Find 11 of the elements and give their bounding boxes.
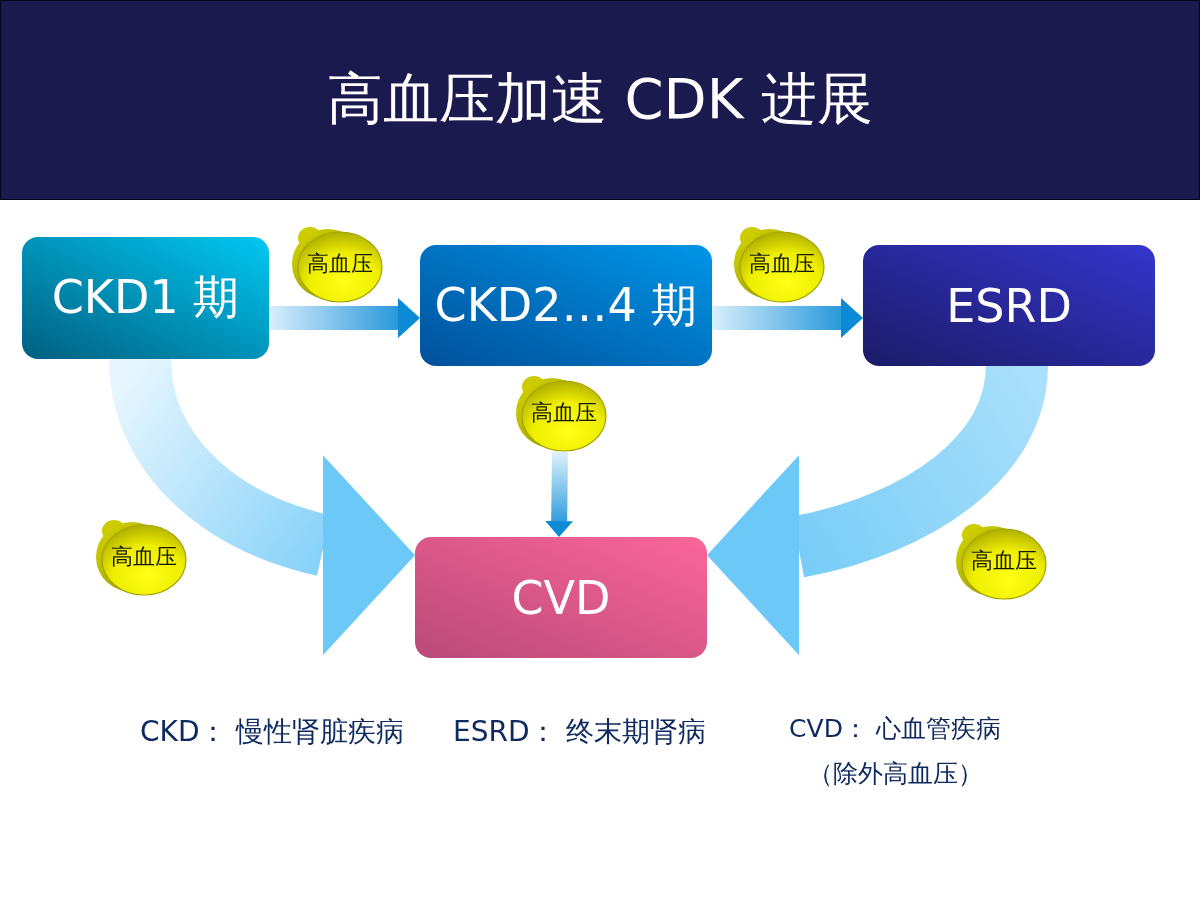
stage-box: CKD1 期 [22, 237, 269, 359]
block-arrow [545, 451, 574, 538]
definition-text: ESRD： 终末期肾病 [453, 714, 707, 750]
block-arrow [269, 297, 420, 338]
stage-box: ESRD [863, 245, 1155, 366]
stage-box: CKD2…4 期 [420, 245, 712, 366]
title-banner: 高血压加速 CDK 进展 [0, 0, 1200, 200]
definition-text: CVD： 心血管疾病（除外高血压） [788, 713, 1002, 790]
block-arrow [712, 297, 863, 338]
stage-box: CVD [415, 537, 707, 658]
definition-text: CKD： 慢性肾脏疾病 [140, 714, 405, 750]
